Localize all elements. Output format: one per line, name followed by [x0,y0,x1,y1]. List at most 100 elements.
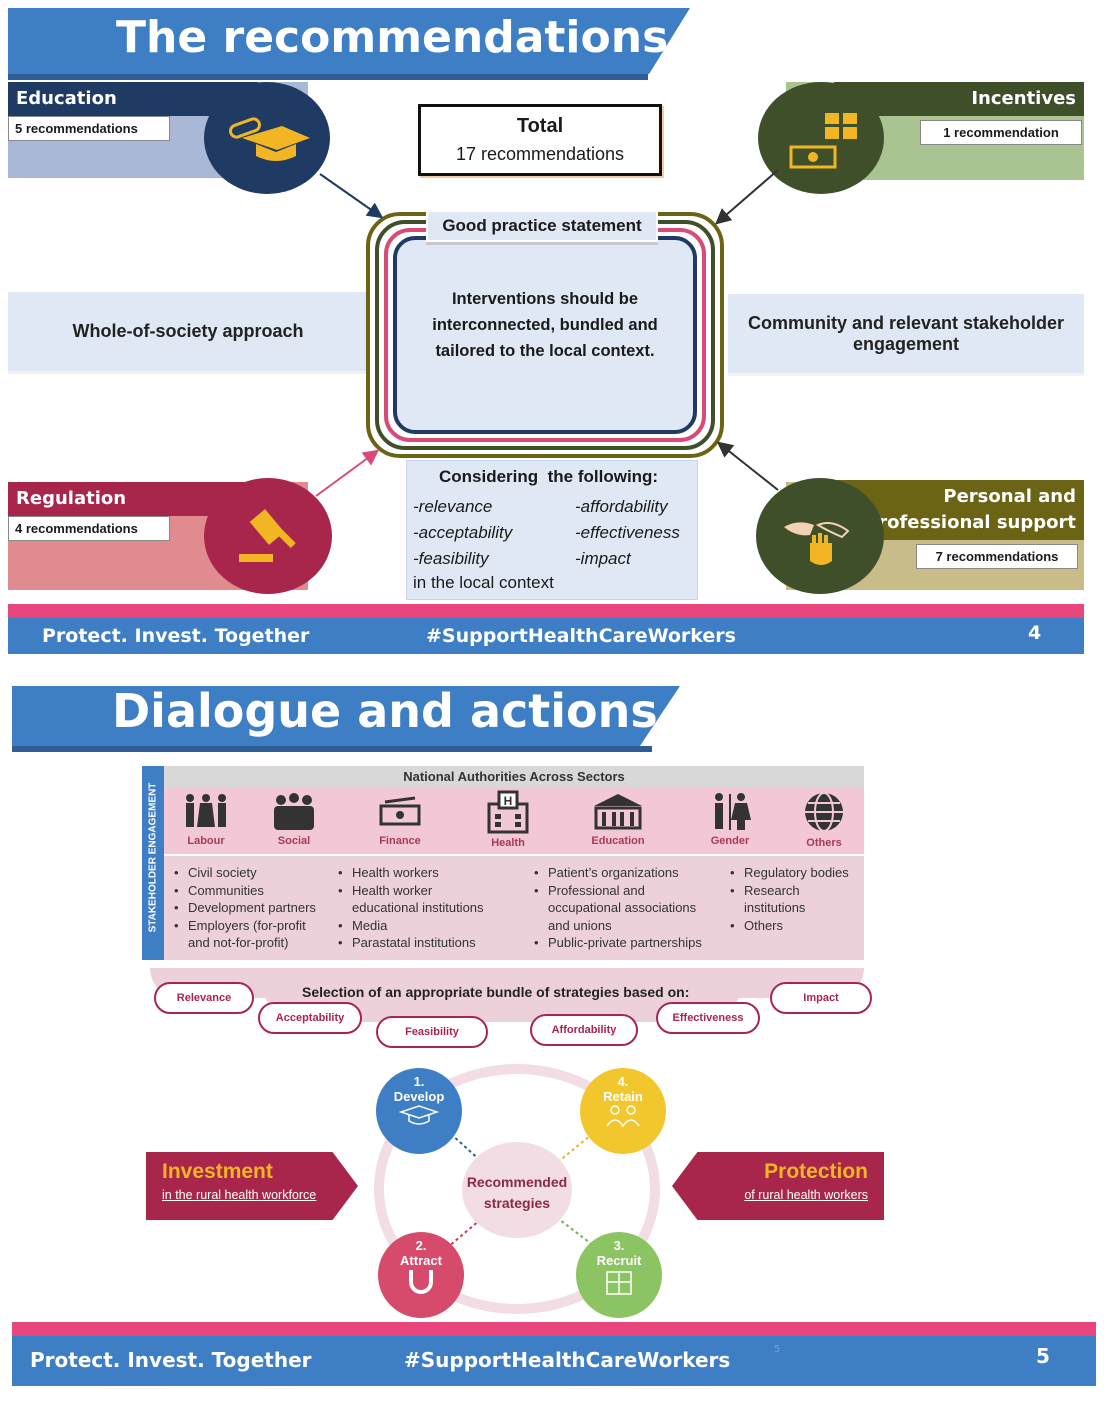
strategy-recruit: 3. Recruit [576,1232,662,1318]
center-line-3: tailored to the local context. [435,342,655,360]
strategy-attract: 2. Attract [378,1232,464,1318]
money-icon: Finance [370,792,430,847]
sector-gender: Gender [710,835,750,847]
criterion-acceptability: -acceptability [413,523,513,542]
support-count: 7 recommendations [916,544,1078,569]
center-line-1: Interventions should be [451,290,639,308]
criterion-impact: -impact [575,549,631,568]
recommended-strategies: Recommended strategies [462,1142,572,1238]
criterion-pill-effectiveness: Effectiveness [656,1002,760,1034]
community-label-1: Community and relevant stakeholder [747,312,1065,333]
whole-of-society-label: Whole-of-society approach [72,321,304,341]
selection-heading: Selection of an appropriate bundle of st… [302,984,690,1000]
national-header: National Authorities Across Sectors [164,766,864,788]
globe-icon: Others [796,790,852,849]
group-icon: Social [266,792,322,847]
good-practice-label: Good practice statement [426,210,658,242]
people-icon: Labour [178,792,234,847]
graduation-cap-icon [398,1105,440,1125]
list-item: Research [728,882,849,900]
education-count: 5 recommendations [8,116,170,141]
investment-arrow: Investment in the rural health workforce [146,1152,358,1220]
slide-title: Dialogue and actions [112,684,658,738]
footer-slogan: Protect. Invest. Together [42,625,310,647]
title-banner [12,686,680,746]
criterion-relevance: -relevance [413,497,493,516]
criterion-affordability: -affordability [575,497,668,516]
list-item: Communities [172,882,316,900]
criterion-feasibility: -feasibility [413,549,489,568]
considering-footer: in the local context [413,573,554,592]
svg-text:H: H [504,794,513,808]
list-item: Public-private partnerships [532,934,702,952]
considering-col2: -affordability -effectiveness -impact [575,494,680,572]
title-banner [8,8,690,74]
strategies-ring [374,1064,660,1314]
criterion-pill-acceptability: Acceptability [258,1002,362,1034]
footer: Protect. Invest. Together #SupportHealth… [8,618,1084,654]
community-label-2: engagement [852,333,960,354]
hands-icon [756,478,884,594]
list-item: and unions [548,917,612,933]
criterion-effectiveness: -effectiveness [575,523,680,542]
total-value: 17 recommendations [455,144,625,164]
education-label: Education [16,88,117,109]
considering-col1: -relevance -acceptability -feasibility [413,494,512,572]
community-band: Community and relevant stakeholder engag… [728,294,1084,376]
list-item: Media [336,917,484,935]
slide-recommendations: The recommendations Education 5 recommen… [8,8,1084,654]
center-line-2: interconnected, bundled and [432,316,658,334]
criterion-pill-affordability: Affordability [530,1014,638,1046]
magnet-icon [409,1270,433,1294]
school-icon: Education [586,792,650,847]
strategy-develop: 1. Develop [376,1068,462,1154]
list-item: Health workers [336,864,484,882]
sector-others: Others [806,837,842,849]
considering-box: Considering the following: -relevance -a… [406,460,698,600]
list-item: Parastatal institutions [336,934,484,952]
center-statement: Interventions should be interconnected, … [400,286,690,364]
protection-subtitle: of rural health workers [744,1188,868,1202]
list-item: Professional and [532,882,702,900]
sector-social: Social [277,835,311,847]
money-gift-icon [758,82,884,194]
list-item: and not-for-profit) [188,935,289,950]
regulation-label: Regulation [16,488,127,509]
whole-of-society-band: Whole-of-society approach [8,292,368,374]
connector-arrows [315,169,779,497]
strategy-retain: 4. Retain [580,1068,666,1154]
footer-hashtag: #SupportHealthCareWorkers [404,1348,731,1372]
sector-finance: Finance [379,835,421,847]
slide-title: The recommendations [116,12,669,63]
slide-dialogue-actions: Dialogue and actions STAKEHOLDER ENGAGEM… [12,684,1096,1388]
building-icon [606,1271,632,1295]
considering-heading: Considering the following: [439,467,659,486]
stakeholder-col-3: Patient’s organizations Professional and… [532,864,702,952]
list-item: Development partners [172,899,316,917]
stakeholder-col-1: Civil society Communities Development pa… [172,864,316,952]
page-number: 5 [1036,1344,1050,1368]
investment-title: Investment [162,1160,273,1183]
list-item: Others [728,917,849,935]
gavel-icon [204,478,332,594]
page-number: 4 [1028,622,1042,644]
footer: Protect. Invest. Together #SupportHealth… [12,1336,1096,1386]
regulation-count: 4 recommendations [8,516,170,541]
support-label-1: Personal and [943,486,1076,507]
list-item: Regulatory bodies [728,864,849,882]
faint-page-marker: 5 [774,1344,781,1355]
total-box: Total 17 recommendations [418,104,662,176]
sector-education: Education [591,835,645,847]
list-item: Employers (for-profit [172,917,316,935]
gender-icon: Gender [702,792,758,847]
footer-slogan: Protect. Invest. Together [30,1348,312,1372]
sector-health: Health [491,837,525,849]
stakeholder-col-2: Health workers Health worker educational… [336,864,484,952]
list-item: Civil society [172,864,316,882]
list-item: educational institutions [352,900,484,915]
criterion-pill-relevance: Relevance [154,982,254,1014]
list-item: institutions [744,900,806,915]
stakeholder-col-4: Regulatory bodies Research institutions … [728,864,849,934]
list-item: occupational associations [548,900,697,915]
footer-hashtag: #SupportHealthCareWorkers [426,625,736,647]
